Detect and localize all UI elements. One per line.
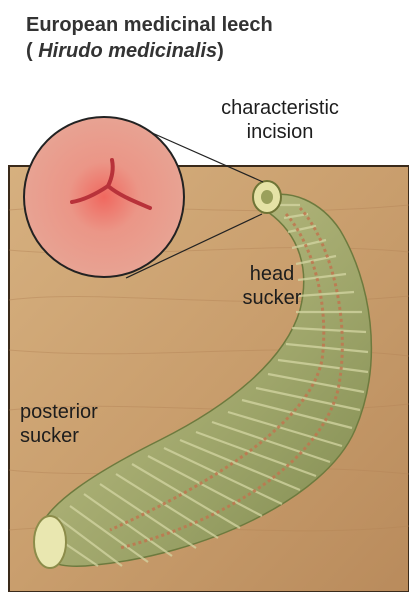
label-head-line-1: head [222, 262, 322, 286]
head-sucker-opening [261, 190, 273, 204]
label-posterior-line-1: posterior [20, 400, 120, 424]
magnifier-circle [24, 117, 184, 277]
label-head-line-2: sucker [222, 286, 322, 310]
label-posterior-sucker: posterior sucker [20, 400, 120, 448]
label-incision-line-1: characteristic [190, 96, 370, 120]
label-head-sucker: head sucker [222, 262, 322, 310]
label-posterior-line-2: sucker [20, 424, 120, 448]
posterior-sucker [34, 516, 66, 568]
label-incision-line-2: incision [190, 120, 370, 144]
label-characteristic-incision: characteristic incision [190, 96, 370, 144]
